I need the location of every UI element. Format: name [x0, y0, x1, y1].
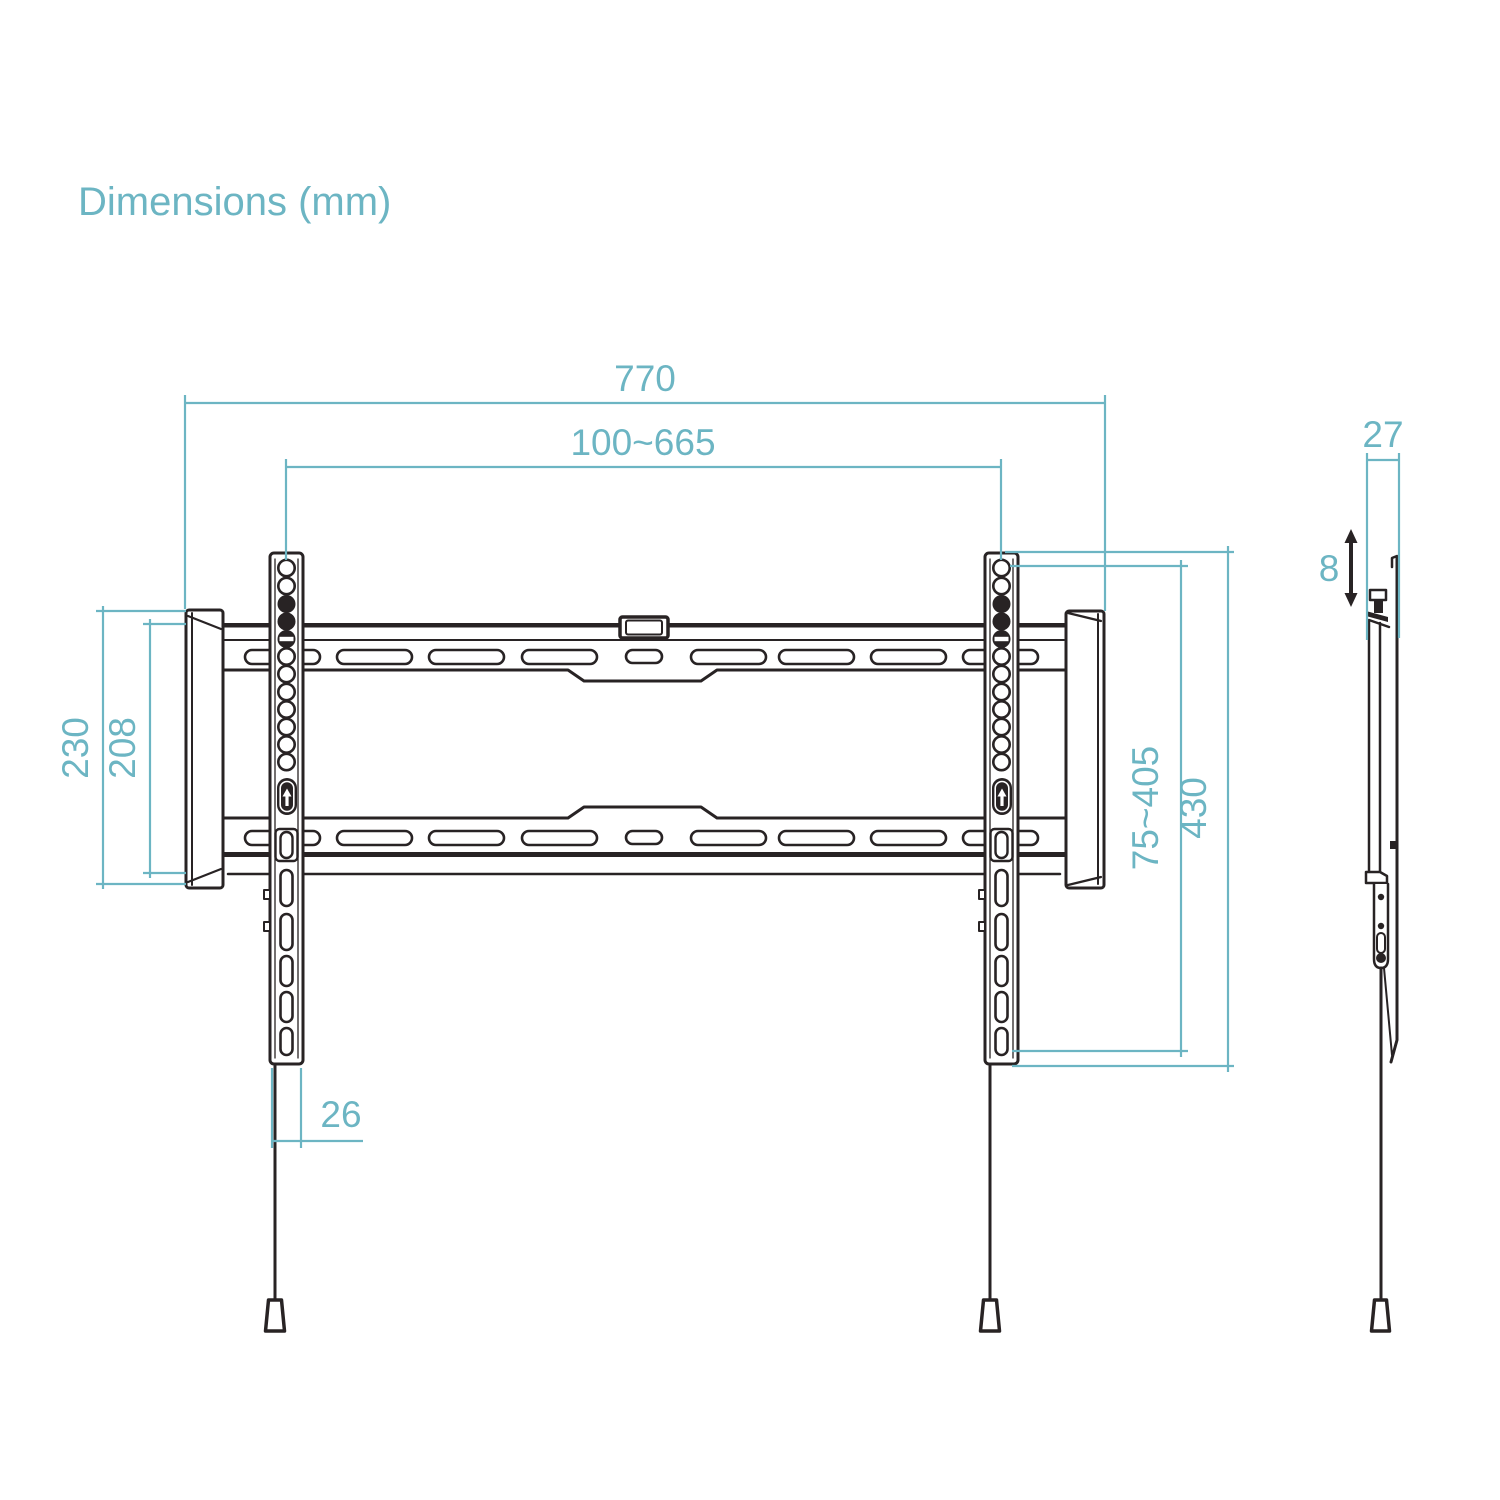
double-arrow-icon [1344, 529, 1358, 607]
wall-rail [184, 608, 1106, 890]
end-cap-left [184, 608, 225, 890]
front-view [184, 551, 1106, 1333]
rail-slots-top [243, 648, 1040, 666]
cord-tip-cone [263, 1298, 287, 1333]
dim-vesa-height: 75~405 [1010, 560, 1188, 1057]
page-title: Dimensions (mm) [78, 180, 391, 224]
dim-bracket-height: 430 [1005, 546, 1234, 1072]
pull-cord-left [263, 1062, 287, 1333]
dim-vesa-height-label: 75~405 [1125, 746, 1166, 871]
dim-bracket-height-label: 430 [1173, 777, 1214, 839]
rail-slots-bottom [243, 829, 1040, 847]
vesa-bracket-left [262, 551, 305, 1066]
dim-depth-label: 27 [1362, 414, 1403, 455]
end-cap-right [1064, 609, 1106, 890]
dim-total-width-label: 770 [614, 358, 676, 399]
dim-rail-height: 208 [102, 619, 186, 878]
side-plate [1372, 882, 1390, 970]
dim-vesa-width: 100~665 [284, 422, 1003, 560]
dim-bracket-width: 26 [270, 1068, 363, 1148]
dim-hook-clearance-label: 8 [1319, 548, 1340, 589]
vesa-bracket-right [977, 551, 1020, 1066]
side-clip [1366, 588, 1388, 622]
dim-hook-clearance: 8 [1319, 529, 1358, 607]
dim-total-width: 770 [183, 358, 1107, 611]
cord-tip-cone [978, 1298, 1002, 1333]
cord-tip-cone [1369, 1298, 1392, 1333]
dimension-annotations: 770 100~665 230 208 75~405 [55, 358, 1404, 1148]
center-lock-tab [618, 615, 670, 640]
rail-bottom-edge [222, 852, 1066, 857]
dim-end-cap-height: 230 [55, 606, 186, 889]
dim-vesa-width-label: 100~665 [570, 422, 715, 463]
pull-cord-right [978, 1062, 1002, 1333]
side-view [1364, 554, 1399, 1333]
side-profile [1364, 554, 1399, 1064]
dim-end-cap-height-label: 230 [55, 717, 96, 779]
dim-bracket-width-label: 26 [320, 1094, 361, 1135]
dim-rail-height-label: 208 [102, 717, 143, 779]
side-pull-cord [1369, 966, 1392, 1333]
dim-depth: 27 [1362, 414, 1404, 640]
